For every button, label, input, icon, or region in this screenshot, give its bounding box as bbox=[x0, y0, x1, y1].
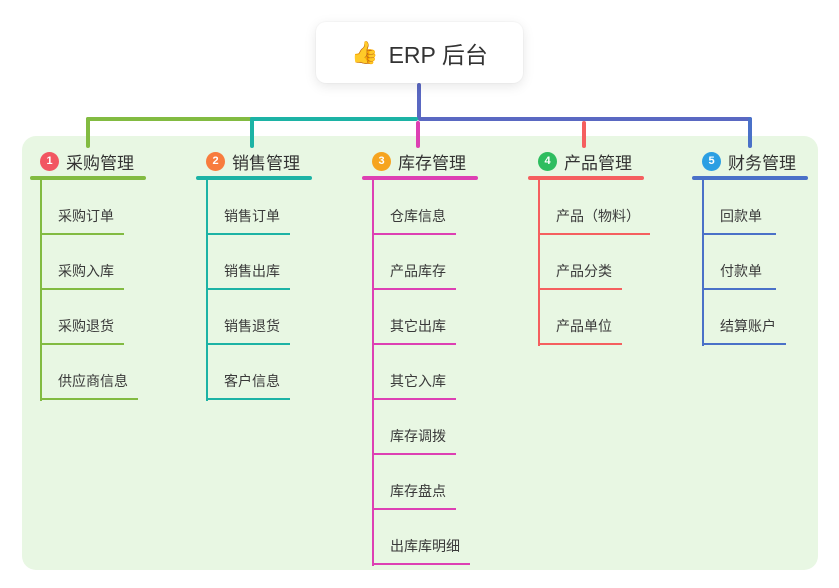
branch-title: 采购管理 bbox=[66, 153, 134, 173]
tree-node-item[interactable]: 客户信息 bbox=[206, 345, 290, 400]
thumbs-up-icon: 👍 bbox=[351, 39, 379, 65]
branch-title: 财务管理 bbox=[728, 153, 796, 173]
tree-node-label: 采购订单 bbox=[58, 208, 114, 224]
branch-rail bbox=[40, 180, 42, 401]
background-panel bbox=[22, 136, 818, 570]
tree-node-item[interactable]: 其它入库 bbox=[372, 345, 456, 400]
tree-node-item[interactable]: 采购订单 bbox=[40, 180, 124, 235]
branch-number-badge: 4 bbox=[538, 151, 557, 171]
connector-horizontal-finance bbox=[418, 117, 752, 121]
tree-node-label: 客户信息 bbox=[224, 373, 280, 389]
tree-node-label: 供应商信息 bbox=[58, 373, 128, 389]
tree-node-label: 回款单 bbox=[720, 208, 762, 224]
tree-node-item[interactable]: 回款单 bbox=[702, 180, 776, 235]
tree-node-label: 产品单位 bbox=[556, 318, 612, 334]
branch-rail bbox=[372, 180, 374, 566]
branch-header[interactable]: 1 采购管理 bbox=[30, 146, 146, 176]
tree-node-item[interactable]: 产品单位 bbox=[538, 290, 622, 345]
tree-node-label: 产品分类 bbox=[556, 263, 612, 279]
branch-title: 库存管理 bbox=[398, 153, 466, 173]
tree-node-label: 付款单 bbox=[720, 263, 762, 279]
tree-node-item[interactable]: 产品分类 bbox=[538, 235, 622, 290]
branch-number-badge: 3 bbox=[372, 151, 391, 171]
branch-header[interactable]: 2 销售管理 bbox=[196, 146, 312, 176]
branch-rail bbox=[206, 180, 208, 401]
tree-node-item[interactable]: 付款单 bbox=[702, 235, 776, 290]
branch-rail bbox=[702, 180, 704, 346]
branch-title: 销售管理 bbox=[232, 153, 300, 173]
branch-header[interactable]: 4 产品管理 bbox=[528, 146, 644, 176]
connector-drop-purchase bbox=[86, 117, 90, 148]
branch-finance: 5 财务管理 回款单 付款单 结算账户 bbox=[692, 146, 808, 346]
tree-node-item[interactable]: 供应商信息 bbox=[40, 345, 138, 400]
tree-node-item[interactable]: 销售订单 bbox=[206, 180, 290, 235]
branch-number-badge: 1 bbox=[40, 151, 59, 171]
branch-header[interactable]: 5 财务管理 bbox=[692, 146, 808, 176]
branch-underline bbox=[196, 176, 312, 180]
root-node[interactable]: 👍 ERP 后台 bbox=[316, 22, 523, 83]
connector-horizontal-sales bbox=[250, 117, 418, 121]
tree-node-label: 出库库明细 bbox=[390, 538, 460, 554]
tree-node-item[interactable]: 库存调拨 bbox=[372, 400, 456, 455]
tree-node-item[interactable]: 仓库信息 bbox=[372, 180, 456, 235]
tree-node-label: 采购退货 bbox=[58, 318, 114, 334]
tree-node-label: 库存调拨 bbox=[390, 428, 446, 444]
tree-node-label: 采购入库 bbox=[58, 263, 114, 279]
tree-node-label: 结算账户 bbox=[720, 318, 776, 334]
tree-node-label: 库存盘点 bbox=[390, 483, 446, 499]
tree-node-item[interactable]: 结算账户 bbox=[702, 290, 786, 345]
tree-node-label: 产品库存 bbox=[390, 263, 446, 279]
branch-header[interactable]: 3 库存管理 bbox=[362, 146, 478, 176]
branch-underline bbox=[692, 176, 808, 180]
tree-node-item[interactable]: 销售出库 bbox=[206, 235, 290, 290]
branch-number-badge: 5 bbox=[702, 151, 721, 171]
branch-purchase: 1 采购管理 采购订单 采购入库 采购退货 供应商信息 bbox=[30, 146, 146, 401]
connector-horizontal-purchase bbox=[86, 117, 254, 121]
tree-node-item[interactable]: 采购入库 bbox=[40, 235, 124, 290]
tree-node-label: 销售订单 bbox=[224, 208, 280, 224]
connector-root-drop bbox=[417, 83, 421, 120]
tree-node-item[interactable]: 出库库明细 bbox=[372, 510, 470, 565]
tree-node-item[interactable]: 其它出库 bbox=[372, 290, 456, 345]
connector-drop-finance bbox=[748, 117, 752, 148]
tree-node-label: 其它入库 bbox=[390, 373, 446, 389]
tree-node-label: 仓库信息 bbox=[390, 208, 446, 224]
root-title: ERP 后台 bbox=[388, 41, 488, 68]
branch-inventory: 3 库存管理 仓库信息 产品库存 其它出库 其它入库 库存调拨 库存盘点 出库库… bbox=[362, 146, 478, 566]
branch-sales: 2 销售管理 销售订单 销售出库 销售退货 客户信息 bbox=[196, 146, 312, 401]
tree-node-label: 其它出库 bbox=[390, 318, 446, 334]
tree-node-label: 产品（物料） bbox=[556, 208, 640, 224]
branch-underline bbox=[528, 176, 644, 180]
connector-drop-inventory bbox=[416, 121, 420, 148]
branch-underline bbox=[30, 176, 146, 180]
branch-title: 产品管理 bbox=[564, 153, 632, 173]
tree-node-item[interactable]: 采购退货 bbox=[40, 290, 124, 345]
branch-product: 4 产品管理 产品（物料） 产品分类 产品单位 bbox=[528, 146, 650, 346]
tree-node-label: 销售退货 bbox=[224, 318, 280, 334]
connector-drop-product bbox=[582, 121, 586, 148]
tree-node-item[interactable]: 销售退货 bbox=[206, 290, 290, 345]
connector-drop-sales bbox=[250, 117, 254, 148]
tree-node-item[interactable]: 库存盘点 bbox=[372, 455, 456, 510]
branch-number-badge: 2 bbox=[206, 151, 225, 171]
branch-rail bbox=[538, 180, 540, 346]
branch-underline bbox=[362, 176, 478, 180]
tree-node-label: 销售出库 bbox=[224, 263, 280, 279]
tree-node-item[interactable]: 产品（物料） bbox=[538, 180, 650, 235]
tree-node-item[interactable]: 产品库存 bbox=[372, 235, 456, 290]
